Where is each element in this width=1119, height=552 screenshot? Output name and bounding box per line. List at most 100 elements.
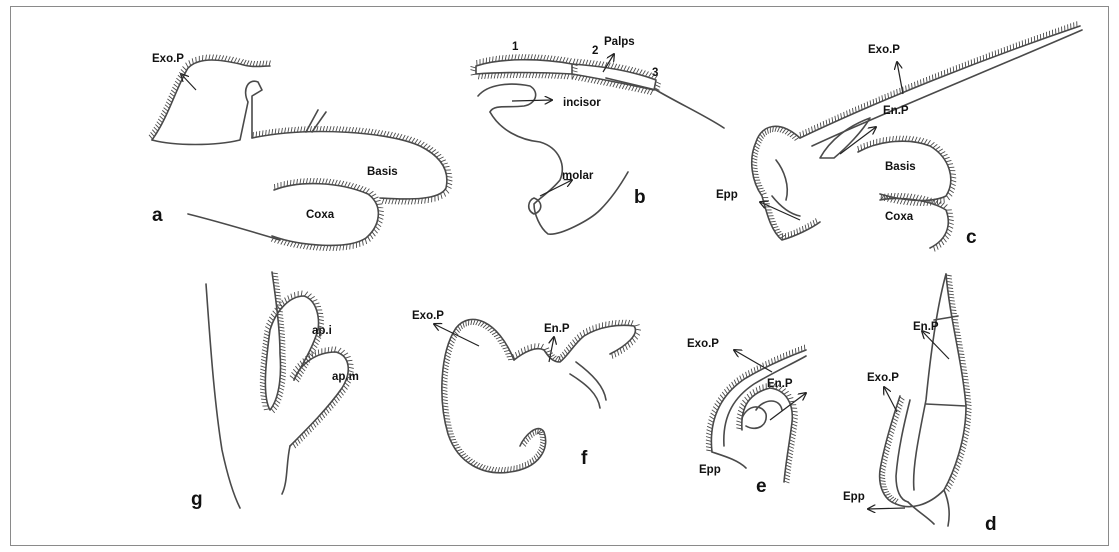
- seta: [237, 58, 240, 63]
- seta: [378, 220, 383, 223]
- seta: [602, 62, 604, 67]
- seta: [488, 466, 491, 471]
- seta: [293, 369, 297, 373]
- seta: [950, 174, 956, 175]
- seta: [378, 217, 383, 219]
- seta: [948, 482, 952, 486]
- seta: [899, 400, 904, 403]
- seta: [266, 130, 267, 136]
- seta: [885, 494, 890, 496]
- seta: [792, 418, 797, 420]
- seta: [333, 126, 335, 132]
- seta: [938, 72, 939, 78]
- seta: [336, 126, 338, 132]
- seta: [634, 335, 638, 339]
- seta: [616, 83, 619, 88]
- seta: [940, 152, 945, 155]
- seta: [747, 394, 750, 399]
- seta: [938, 149, 943, 152]
- seta: [946, 195, 949, 200]
- seta: [736, 428, 742, 429]
- seta: [784, 478, 789, 480]
- seta: [957, 461, 962, 464]
- seta: [471, 70, 477, 72]
- panel-e-letter: e: [756, 476, 767, 497]
- seta: [615, 352, 616, 358]
- seta: [946, 160, 952, 161]
- seta: [510, 73, 511, 79]
- seta: [992, 52, 993, 58]
- seta: [888, 93, 889, 99]
- seta: [488, 328, 493, 331]
- seta: [314, 303, 320, 304]
- seta: [535, 429, 536, 435]
- seta: [718, 398, 722, 402]
- seta: [301, 367, 305, 371]
- seta: [499, 342, 504, 344]
- seta: [540, 442, 545, 444]
- seta: [600, 80, 603, 85]
- seta: [496, 337, 501, 339]
- seta: [882, 462, 887, 465]
- seta: [281, 240, 284, 245]
- seta: [566, 58, 568, 63]
- seta: [317, 418, 320, 423]
- seta: [983, 55, 984, 61]
- seta: [560, 57, 562, 62]
- seta: [948, 193, 952, 197]
- seta: [442, 384, 447, 386]
- seta: [504, 350, 510, 351]
- seta: [151, 132, 155, 136]
- seta: [896, 136, 897, 142]
- seta: [956, 341, 962, 342]
- seta: [956, 338, 962, 339]
- seta: [442, 393, 448, 394]
- seta: [960, 449, 965, 452]
- seta: [508, 359, 514, 360]
- seta: [322, 179, 324, 184]
- seta: [706, 433, 711, 435]
- seta: [752, 171, 758, 172]
- seta: [910, 194, 912, 199]
- seta: [395, 199, 397, 205]
- seta: [345, 383, 349, 387]
- seta: [1022, 40, 1023, 46]
- seta: [889, 431, 894, 434]
- seta: [280, 349, 286, 350]
- seta: [900, 88, 901, 94]
- seta: [883, 492, 889, 493]
- seta: [312, 300, 317, 302]
- seta: [444, 365, 449, 367]
- seta: [330, 245, 332, 251]
- seta: [594, 78, 597, 83]
- seta: [443, 403, 449, 404]
- seta: [741, 403, 745, 407]
- seta: [903, 193, 905, 198]
- seta: [755, 146, 760, 149]
- seta: [966, 408, 972, 410]
- seta: [261, 363, 266, 365]
- seta: [607, 81, 610, 86]
- seta: [385, 198, 387, 203]
- seta: [769, 360, 770, 366]
- seta: [958, 351, 964, 352]
- seta: [524, 54, 526, 60]
- seta: [315, 338, 320, 341]
- seta: [489, 57, 490, 63]
- seta: [290, 180, 291, 186]
- seta: [451, 337, 455, 341]
- seta: [504, 73, 505, 79]
- seta: [541, 344, 544, 349]
- seta: [776, 231, 781, 233]
- seta: [449, 343, 454, 346]
- seta: [336, 396, 339, 401]
- seta: [737, 414, 742, 416]
- seta: [473, 320, 475, 325]
- seta: [622, 320, 623, 326]
- seta: [471, 461, 475, 465]
- seta: [954, 467, 959, 470]
- seta: [887, 440, 892, 443]
- seta: [434, 152, 439, 155]
- seta: [595, 61, 597, 66]
- seta: [332, 179, 334, 184]
